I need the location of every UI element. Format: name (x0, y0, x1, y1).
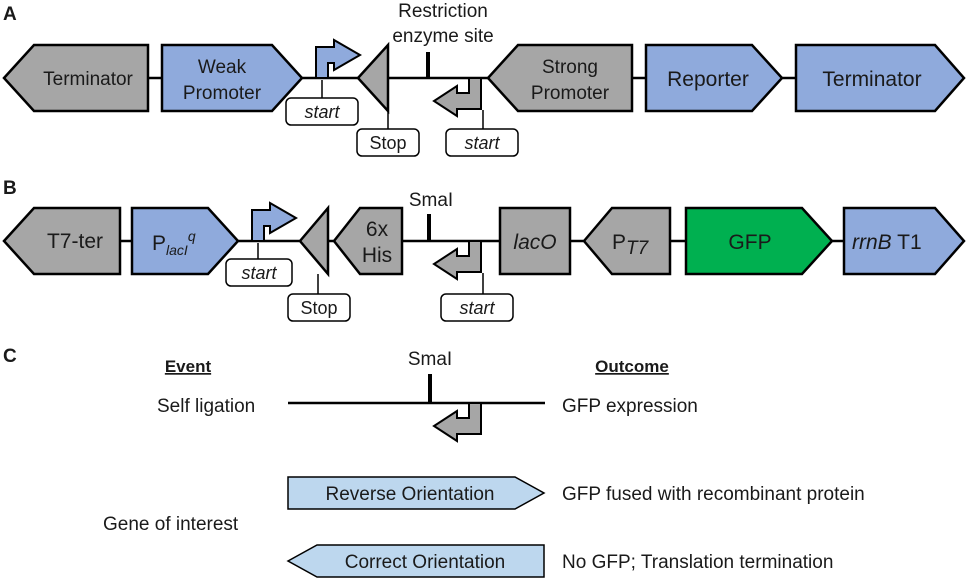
his-tag-part (332, 206, 404, 276)
laco-label: lacO (513, 231, 556, 254)
his-tag-label-2: His (362, 244, 392, 267)
placiq-promoter-part (130, 206, 240, 276)
gfp-part (684, 206, 834, 276)
terminator-left-part (2, 43, 150, 113)
weak-promoter-part (160, 43, 304, 113)
stop-triangle-icon (298, 204, 330, 278)
reporter-part (644, 43, 784, 113)
terminator-right-part (794, 43, 966, 113)
restriction-site-label-2: enzyme site (392, 26, 493, 47)
start-arrow-forward-icon (315, 38, 363, 79)
start-label-right: start (459, 298, 495, 318)
start-arrow-reverse-icon (432, 402, 482, 443)
event-header: Event (165, 357, 212, 376)
start-arrow-reverse-icon (432, 240, 482, 281)
start-label-right: start (464, 133, 500, 153)
reverse-orientation-insert (287, 476, 546, 510)
strong-promoter-label-1: Strong (542, 57, 598, 78)
terminator-left-label: Terminator (43, 69, 133, 90)
gfp-label: GFP (728, 231, 771, 254)
t7-terminator-part (2, 206, 122, 276)
panel-a-label: A (3, 4, 17, 25)
terminator-right-label: Terminator (822, 68, 921, 91)
pt7-promoter-part (582, 206, 672, 276)
strong-promoter-part (486, 43, 634, 113)
start-box-right (440, 293, 514, 322)
start-box-left (225, 258, 293, 287)
stop-box (287, 293, 351, 322)
start-arrow-forward-icon (251, 201, 299, 242)
start-arrow-reverse-icon (432, 77, 482, 118)
gene-of-interest-label: Gene of interest (103, 514, 239, 535)
stop-triangle-icon (356, 41, 390, 115)
reverse-orientation-label: Reverse Orientation (326, 484, 495, 505)
reverse-orientation-outcome: GFP fused with recombinant protein (562, 484, 865, 505)
start-label-left: start (304, 102, 340, 122)
laco-operator-part (498, 206, 572, 276)
rrnb-terminator-part (842, 206, 966, 276)
rrnb-label: rrnB T1 (852, 231, 922, 254)
pt7-label: PT7 (612, 231, 650, 259)
correct-orientation-label: Correct Orientation (345, 552, 506, 573)
start-box-right (445, 128, 519, 157)
self-ligation-label: Self ligation (157, 396, 255, 417)
weak-promoter-label-1: Weak (198, 57, 247, 78)
stop-box (356, 128, 420, 157)
start-box-left (285, 97, 359, 126)
placiq-label: PlacIq (152, 228, 196, 258)
strong-promoter-label-2: Promoter (531, 83, 610, 104)
outcome-header: Outcome (595, 357, 669, 376)
stop-label: Stop (300, 298, 337, 318)
smai-site-label: SmaI (409, 190, 453, 211)
panel-c-label: C (3, 346, 17, 367)
reporter-label: Reporter (667, 68, 749, 91)
correct-orientation-insert (286, 544, 545, 578)
gfp-expression-outcome: GFP expression (562, 396, 698, 417)
weak-promoter-label-2: Promoter (183, 83, 262, 104)
t7-terminator-label: T7-ter (47, 230, 103, 253)
start-label-left: start (241, 263, 277, 283)
panel-b-label: B (3, 178, 17, 199)
restriction-site-label-1: Restriction (398, 1, 488, 22)
smai-site-label-c: SmaI (408, 349, 452, 370)
his-tag-label-1: 6x (366, 218, 389, 241)
stop-label: Stop (369, 133, 406, 153)
correct-orientation-outcome: No GFP; Translation termination (562, 552, 833, 573)
